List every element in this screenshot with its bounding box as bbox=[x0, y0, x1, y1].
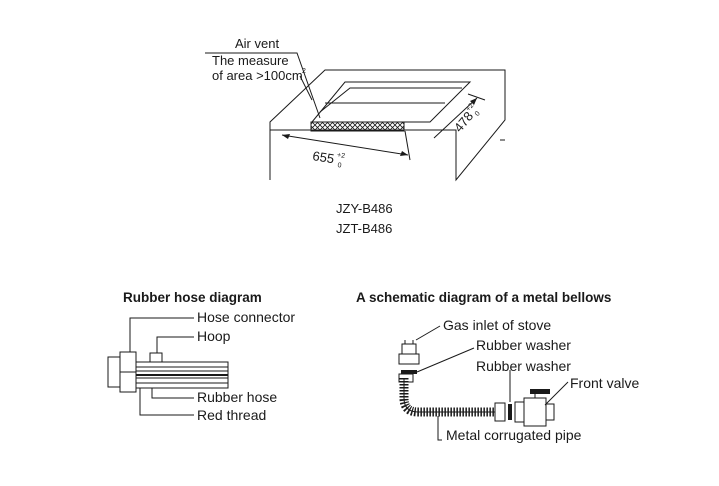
rubber-washer-lower-label: Rubber washer bbox=[476, 358, 571, 374]
model-number-1: JZY-B486 bbox=[336, 201, 393, 216]
rubber-washer-upper-label: Rubber washer bbox=[476, 337, 571, 353]
metal-bellows-figure: A schematic diagram of a metal bellows G… bbox=[356, 290, 639, 443]
model-number-2: JZT-B486 bbox=[336, 221, 392, 236]
area-measure-label-2: of area >100cm bbox=[212, 68, 303, 83]
red-thread-label: Red thread bbox=[197, 407, 266, 423]
metal-bellows-title: A schematic diagram of a metal bellows bbox=[356, 290, 611, 305]
air-vent-label: Air vent bbox=[235, 36, 279, 51]
metal-corrugated-pipe bbox=[399, 378, 495, 417]
hoop-label: Hoop bbox=[197, 328, 231, 344]
air-vent-strip bbox=[310, 121, 405, 132]
width-tol-lower: 0 bbox=[337, 162, 342, 170]
area-measure-superscript: 2 bbox=[302, 68, 306, 75]
rubber-hose-label: Rubber hose bbox=[197, 389, 277, 405]
cabinet-cutout-figure: Air vent The measure of area >100cm 2 65… bbox=[205, 36, 506, 182]
rubber-hose-title: Rubber hose diagram bbox=[123, 290, 262, 305]
depth-dimension: 478 bbox=[451, 109, 476, 135]
width-dimension: 655 bbox=[312, 148, 336, 166]
depth-tol-lower: 0 bbox=[474, 110, 482, 118]
hose-connector-label: Hose connector bbox=[197, 309, 295, 325]
width-tol-upper: +2 bbox=[336, 152, 345, 160]
rubber-washer-upper bbox=[401, 370, 417, 374]
rubber-washer-lower bbox=[508, 404, 512, 420]
front-valve bbox=[514, 401, 525, 423]
front-valve-label: Front valve bbox=[570, 375, 639, 391]
metal-corrugated-pipe-label: Metal corrugated pipe bbox=[446, 427, 582, 443]
depth-tol-upper: +2 bbox=[465, 102, 476, 113]
hose-connector bbox=[107, 356, 121, 388]
gas-inlet-label: Gas inlet of stove bbox=[443, 317, 551, 333]
rubber-hose-figure: Rubber hose diagram Hose connector Hoop … bbox=[107, 290, 295, 423]
area-measure-label-1: The measure bbox=[212, 53, 289, 68]
gas-inlet bbox=[401, 343, 417, 355]
